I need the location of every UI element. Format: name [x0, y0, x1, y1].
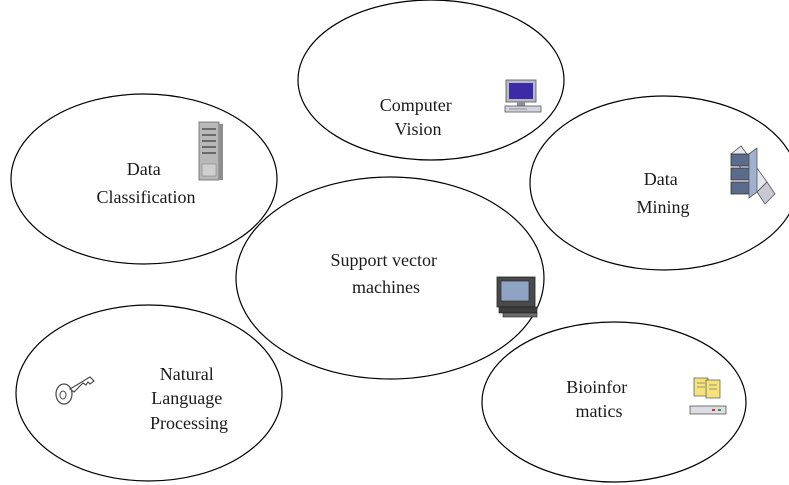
- node-natural-language-processing: Natural Language Processing: [15, 304, 283, 482]
- svg-text:Data Classification: Data Classification: [97, 159, 196, 207]
- node-bioinformatics: Bioinfor matics: [481, 321, 747, 483]
- node-data-mining-line-1: Data: [644, 169, 678, 189]
- node-nlp-line-2: Language: [151, 388, 222, 408]
- svg-text:Computer Vision: Computer Vision: [380, 95, 457, 139]
- node-nlp-line-1: Natural: [160, 364, 214, 384]
- svg-text:Bioinfor matics: Bioinfor matics: [566, 377, 632, 421]
- center-line-2: machines: [352, 277, 420, 297]
- database-storage-icon: [730, 145, 776, 205]
- server-tower-icon: [198, 121, 223, 181]
- node-bioinformatics-line-1: Bioinfor: [566, 377, 627, 397]
- svg-text:Support vector machines: Support vector machines: [331, 250, 442, 297]
- node-support-vector-machines: Support vector machines: [235, 176, 545, 380]
- key-icon: [55, 376, 95, 405]
- node-data-classification-line-1: Data: [127, 159, 161, 179]
- node-data-classification: Data Classification: [10, 93, 278, 265]
- desktop-computer-icon: [504, 79, 542, 113]
- node-data-mining-line-2: Mining: [636, 197, 689, 217]
- node-nlp-line-3: Processing: [150, 413, 228, 433]
- computer-terminal-icon: [496, 276, 538, 318]
- node-computer-vision-line-1: Computer: [380, 95, 452, 115]
- node-computer-vision-line-2: Vision: [395, 119, 442, 139]
- workstation-documents-icon: [689, 377, 727, 415]
- svg-text:Data Mining: Data Mining: [636, 169, 689, 217]
- node-computer-vision: Computer Vision: [297, 0, 565, 161]
- center-line-1: Support vector: [331, 250, 437, 270]
- node-data-classification-line-2: Classification: [97, 187, 196, 207]
- node-bioinformatics-line-2: matics: [576, 401, 623, 421]
- svg-text:Natural Language P: Natural Language Processing: [150, 364, 228, 433]
- node-data-mining: Data Mining: [529, 95, 789, 271]
